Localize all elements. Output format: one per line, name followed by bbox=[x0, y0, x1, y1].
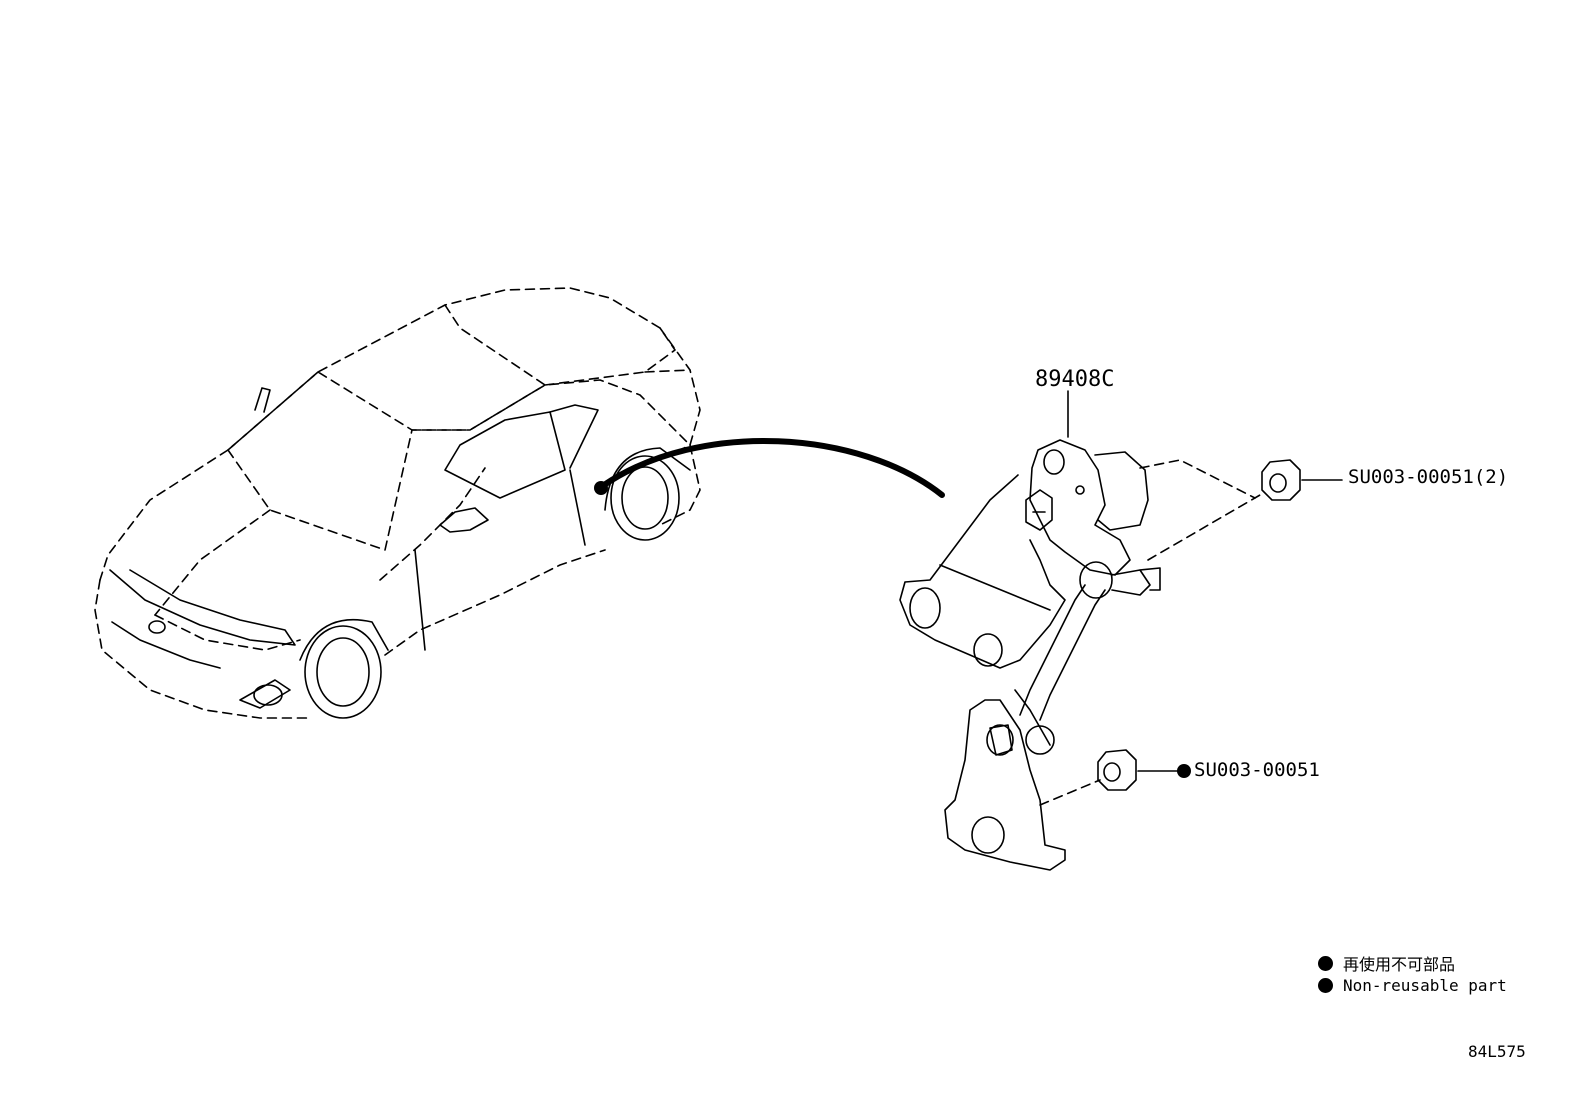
car-details bbox=[109, 387, 691, 719]
part-number-main: 89408C bbox=[1035, 367, 1115, 392]
part-number-nut-lower: SU003-00051 bbox=[1194, 759, 1320, 781]
car-outline bbox=[94, 287, 701, 719]
height-sensor-assembly bbox=[899, 390, 1261, 871]
non-reusable-marker-dot bbox=[1177, 764, 1191, 778]
legend-text-english: Non-reusable part bbox=[1343, 976, 1507, 995]
legend-text-japanese: 再使用不可部品 bbox=[1343, 955, 1456, 974]
part-number-nut-upper: SU003-00051(2) bbox=[1348, 466, 1509, 488]
legend-dot-icon bbox=[1318, 955, 1333, 971]
legend-japanese: 再使用不可部品 bbox=[1318, 951, 1455, 975]
diagram-code: 84L575 bbox=[1468, 1042, 1526, 1061]
legend-english: Non-reusable part bbox=[1318, 976, 1507, 995]
location-leader-arc bbox=[601, 437, 945, 498]
flange-nut-lower bbox=[1097, 749, 1179, 791]
legend-dot-icon bbox=[1318, 978, 1333, 993]
flange-nut-upper bbox=[1261, 459, 1343, 501]
